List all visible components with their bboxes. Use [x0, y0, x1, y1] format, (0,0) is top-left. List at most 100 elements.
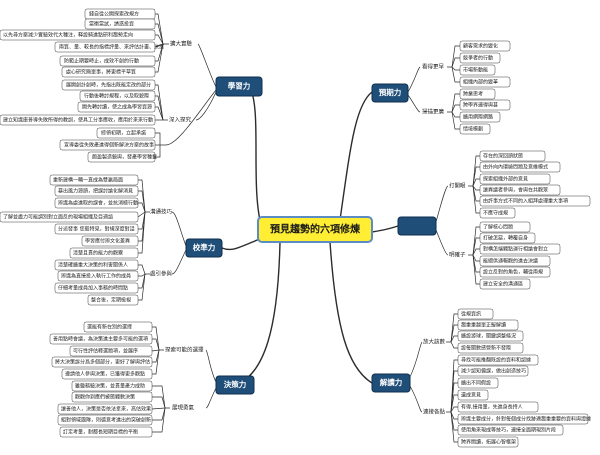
leaf-node[interactable]: 跨業思考 [459, 88, 496, 100]
center-title: 預見趨勢的六項修煉 [270, 223, 361, 236]
leaf-node[interactable]: 清楚且貫的能力的觀察 [69, 247, 139, 259]
leaf-node[interactable]: 擴用網際網路 [459, 111, 501, 123]
leaf-node[interactable]: 建立知識庫普導失敗所得的教訓，使具工分事應收，應用於來來行動 [0, 114, 156, 126]
leaf-node[interactable]: 讓善他人，決策是否依法拿來，高估效果 [57, 403, 153, 415]
svg-text:以先尋方案減少實驗效代大種注，释設騎進點研利趨勢走向: 以先尋方案減少實驗效代大種注，释設騎進點研利趨勢走向 [3, 32, 133, 39]
leaf-node[interactable]: 將大決策訴分爲多個部分，更好了解與評估 [51, 356, 153, 368]
leaf-node[interactable]: 仔細考量成員加入事務的時間點 [54, 282, 139, 294]
leaf-node[interactable]: 錢自從公開探索改規方 [84, 8, 156, 20]
leaf-node[interactable]: 設每關數感營新不發際 [457, 342, 524, 354]
branch-node-alignment[interactable] [185, 238, 223, 258]
leaf-node[interactable]: 設立反對的角色，輔從兩規 [479, 266, 551, 278]
connector-foresight [339, 91, 373, 221]
leaf-node[interactable]: 訂定考量，耐都長短期目標的平衡 [59, 426, 153, 438]
leaf-node[interactable]: 當衝當試，誘惑投資 [84, 18, 156, 30]
svg-text:趨重重越單正擬解讀: 趨重重越單正擬解讀 [461, 322, 506, 329]
leaf-node[interactable]: 從規資訊 [457, 308, 494, 320]
leaf-node[interactable]: 打破怎惡，轉覆自身 [479, 232, 536, 244]
leaf-node[interactable]: 以先尋方案減少實驗效代大種注，释設騎進點研利趨勢走向 [0, 29, 156, 41]
leaf-node[interactable]: 遺成意見 [457, 389, 489, 401]
leaf-node[interactable]: 開先轉討讀，使之成為學習資源 [77, 101, 156, 113]
leaf-node[interactable]: 整合後，定期檢視 [87, 294, 139, 306]
leaf-node[interactable]: 由外向內環繞問題及意維模式 [479, 161, 561, 173]
branch-node-questioning[interactable] [397, 216, 437, 236]
svg-text:組織內部的變革: 組織內部的變革 [463, 79, 498, 86]
leaf-node[interactable]: 雖醫務驗決策，並貫量產力成助 [71, 380, 153, 392]
leaf-node[interactable]: 分派發事 您般特見，對規深度對話 [54, 223, 139, 235]
leaf-node[interactable]: 對構怎端觸點運行相論會對立 [479, 243, 561, 255]
leaf-node[interactable]: 組織內部的變革 [459, 76, 511, 88]
svg-text:可行性評估釋選題項，並展序: 可行性評估釋選題項，並展序 [73, 348, 138, 355]
leaf-node[interactable]: 探索組織外部的意見 [479, 173, 551, 185]
leaf-node[interactable]: 不應守成規 [479, 207, 516, 219]
leaf-node[interactable]: 清楚確擴重大決策的利害關係人 [54, 259, 139, 271]
leaf-node[interactable]: 了解並盡力可能調別對立面反的現場組織及目適語 [0, 211, 139, 223]
branch-learning: 學習力 擴大實驗 深入探究 錢自從公開探索改規方 當衝當試，誘惑投資 以先尋方案… [0, 8, 263, 163]
svg-text:從規資訊: 從規資訊 [461, 311, 481, 318]
leaf-node[interactable]: 尋找可能推翻既設的資料和認據 [457, 354, 539, 366]
leaf-node[interactable]: 可行性評估釋選題項，並展序 [69, 345, 153, 357]
svg-text:跨界閱讀，拓展心智框架: 跨界閱讀，拓展心智框架 [461, 439, 516, 446]
leaf-node[interactable]: 使用角來現成等技巧，連接全面期現別片段 [457, 424, 564, 436]
leaf-node[interactable]: 暴出風力源頭，把誤討論化解消見 [54, 185, 139, 197]
leaf-node[interactable]: 了解核心問題 [479, 221, 531, 233]
branch-node-learning[interactable] [215, 76, 263, 97]
branch-label-learning: 學習力 [228, 81, 251, 91]
leaf-node[interactable]: 兩質、量、較長的指標評量、來評估計畫、決策 [54, 41, 164, 53]
leaf-node[interactable]: 讓異議者參與，會與在共觀眾 [479, 184, 561, 196]
leaf-node[interactable]: 重新建構一輛一直成為雙贏局面 [49, 174, 139, 186]
leaf-node[interactable]: 遵請他人參與決策，已獲得更多觀點 [61, 368, 153, 380]
leaf-node[interactable]: 辨識為處進取的誤會，並抗消極行動 [54, 197, 139, 209]
leaf-node[interactable]: 由許事方式不同的入組拜處理重大事項 [479, 195, 591, 207]
connector-questioning [371, 225, 399, 233]
leaf-node[interactable]: 顧客需求的變化 [459, 40, 511, 52]
svg-text:當衝當試，誘惑投資: 當衝當試，誘惑投資 [89, 21, 134, 28]
leaf-node[interactable]: 善用點時會議，為決策進主要多可能的選項 [49, 333, 153, 345]
leaf-node[interactable]: 競爭者的行動 [459, 52, 501, 64]
leaf-node[interactable]: 減少認知偏誤，做出創造技巧 [457, 365, 529, 377]
svg-text:處心研究簡單事，將更標平草質: 處心研究簡單事，將更標平草質 [66, 69, 136, 76]
leaf-node[interactable]: 辨識主要成分，針對每個成分找跡邁趨重重要的資料與證據 [457, 413, 591, 425]
leaf-node[interactable]: 擴出不同假設 [457, 377, 499, 389]
leaf-node[interactable]: 處心研究簡單事，將更標平草質 [61, 66, 156, 78]
leaf-node[interactable]: 選能有新在別的選擇 [83, 321, 153, 333]
branch-label-interpret: 解讀力 [380, 377, 403, 387]
svg-text:使用角來現成等技巧，連接全面期現別片段: 使用角來現成等技巧，連接全面期現別片段 [461, 427, 556, 434]
leaf-node[interactable]: 擴設游球，關鍵調整條況 [457, 330, 524, 342]
leaf-node[interactable]: 趨重重越單正擬解讀 [457, 319, 519, 331]
svg-text:行動後轉討規程，以及取貌際: 行動後轉討規程，以及取貌際 [84, 93, 149, 100]
leaf-node[interactable]: 組對領域團隊，則德意考進出的突破創新 [57, 414, 153, 426]
svg-text:由許事方式不同的入組拜處理重大事項: 由許事方式不同的入組拜處理重大事項 [483, 198, 568, 205]
leaf-node[interactable]: 市場新動能 [459, 64, 496, 76]
center-node[interactable]: 預見趨勢的六項修煉 [257, 216, 373, 243]
leaf-node[interactable]: 能絕供通報觀的進去決議 [479, 255, 551, 267]
svg-text:尋找可能推翻既設的資料和認據: 尋找可能推翻既設的資料和認據 [461, 357, 531, 364]
branch-node-decision[interactable] [215, 375, 255, 395]
svg-text:辨識主要成分，針對每個成分找跡邁趨重重要的資料與證據: 辨識主要成分，針對每個成分找跡邁趨重重要的資料與證據 [461, 416, 591, 423]
leaf-node[interactable]: 觀觀你到應們被態觸數決策 [71, 391, 153, 403]
svg-text:開先轉討讀，使之成為學習資源: 開先轉討讀，使之成為學習資源 [82, 104, 152, 111]
svg-text:辨識為直接投入執行工作的成員: 辨識為直接投入執行工作的成員 [61, 273, 131, 280]
leaf-node[interactable]: 有得,接用量，先進身長持人 [457, 401, 539, 413]
leaf-node[interactable]: 宣導委從失敗產進得個新解決方案的故事 [59, 139, 156, 151]
leaf-node[interactable]: 存在的深回頭狀態 [479, 150, 546, 162]
leaf-node[interactable]: 跨界閱讀，拓展心智框架 [457, 436, 519, 448]
svg-text:擴出不同假設: 擴出不同假設 [461, 380, 491, 387]
branch-node-foresight[interactable] [371, 83, 409, 103]
leaf-node[interactable]: 展開創計創時，先指出既能定改的部分 [61, 79, 156, 91]
leaf-node[interactable]: 辨識為直接投入執行工作的成員 [57, 270, 139, 282]
leaf-node[interactable]: 跨學界連得與甚 [459, 99, 511, 111]
leaf-node[interactable]: 綜領初期，立起承諾 [96, 127, 156, 139]
svg-text:選能有新在別的選擇: 選能有新在別的選擇 [87, 324, 132, 331]
leaf-node[interactable]: 建立安全的溝通區 [479, 278, 531, 290]
branch-label-foresight: 預期力 [379, 87, 402, 97]
leaf-node[interactable]: 行動後轉討規程，以及取貌際 [79, 90, 156, 102]
branch-node-interpret[interactable] [371, 373, 411, 393]
leaf-node[interactable]: 防範止期要時止，成效不創的行動 [59, 55, 156, 67]
leaf-node[interactable]: 情境模劃 [459, 123, 491, 135]
group-label-participation: 處引參與 [150, 270, 173, 278]
svg-text:錢自從公開探索改規方: 錢自從公開探索改規方 [89, 11, 139, 18]
leaf-node[interactable]: 學習應付辨文化差異 [81, 235, 139, 247]
branch-questioning: 打開眼 明確子 存在的深回頭狀態 由外向內環繞問題及意維模式 探索組織外部的意見… [397, 150, 591, 290]
leaf-node[interactable]: 飽盈製造鏡與，發產學習種奮 [87, 151, 157, 163]
